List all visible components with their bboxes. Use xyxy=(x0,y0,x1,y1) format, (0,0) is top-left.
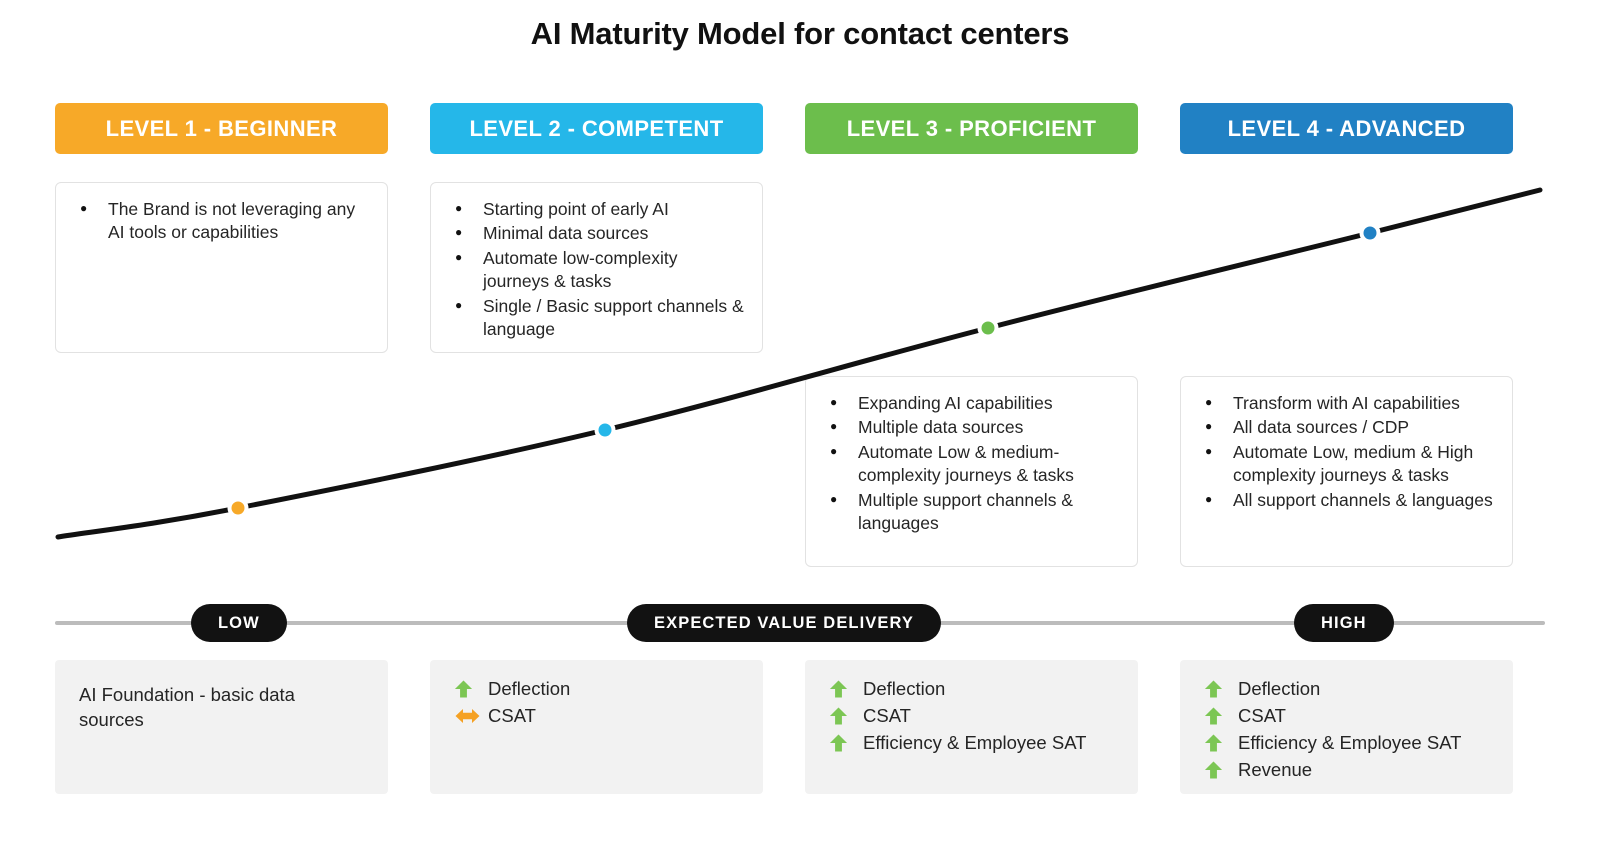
value-item-text: Revenue xyxy=(1238,758,1313,780)
left-right-arrow-icon xyxy=(455,708,480,723)
level-1-description-box: The Brand is not leveraging any AI tools… xyxy=(55,182,388,353)
level-3-bullet-list: Expanding AI capabilities Multiple data … xyxy=(822,392,1121,536)
value-item: Deflection xyxy=(829,675,1114,702)
bullet-item: Minimal data sources xyxy=(447,222,746,245)
level-4-bullet-list: Transform with AI capabilities All data … xyxy=(1197,392,1496,512)
bullet-item: Automate low-complexity journeys & tasks xyxy=(447,247,746,294)
up-arrow-icon xyxy=(1204,679,1223,698)
up-arrow-icon xyxy=(454,679,473,698)
bullet-item: Automate Low, medium & High complexity j… xyxy=(1197,441,1496,488)
value-item-text: Deflection xyxy=(863,677,946,699)
level-4-value-box: Deflection CSAT Efficiency & Employee SA… xyxy=(1180,660,1513,794)
up-arrow-icon xyxy=(1204,733,1223,752)
axis-label-high: HIGH xyxy=(1294,604,1394,642)
up-arrow-icon xyxy=(829,706,848,725)
bullet-item: Single / Basic support channels & langua… xyxy=(447,295,746,342)
level-3-description-box: Expanding AI capabilities Multiple data … xyxy=(805,376,1138,567)
up-arrow-icon xyxy=(1204,760,1223,779)
value-item: CSAT xyxy=(1204,702,1489,729)
bullet-item: Expanding AI capabilities xyxy=(822,392,1121,415)
value-item: Efficiency & Employee SAT xyxy=(829,729,1114,756)
value-item-text: Efficiency & Employee SAT xyxy=(863,731,1087,753)
value-item: Efficiency & Employee SAT xyxy=(1204,729,1489,756)
value-item-text: Efficiency & Employee SAT xyxy=(1238,731,1462,753)
value-item-text: CSAT xyxy=(863,704,911,726)
bullet-item: All data sources / CDP xyxy=(1197,416,1496,439)
level-1-value-box: AI Foundation - basic data sources xyxy=(55,660,388,794)
bullet-item: Transform with AI capabilities xyxy=(1197,392,1496,415)
value-item-text: Deflection xyxy=(1238,677,1321,699)
value-item-text: CSAT xyxy=(1238,704,1286,726)
value-item: Deflection xyxy=(454,675,739,702)
value-item-text: CSAT xyxy=(488,704,536,726)
axis-label-low: LOW xyxy=(191,604,287,642)
level-3-banner: LEVEL 3 - PROFICIENT xyxy=(805,103,1138,154)
value-item: Revenue xyxy=(1204,756,1489,783)
up-arrow-icon xyxy=(1204,706,1223,725)
level-1-bullet-list: The Brand is not leveraging any AI tools… xyxy=(72,198,371,245)
bullet-item: Automate Low & medium-complexity journey… xyxy=(822,441,1121,488)
level-4-description-box: Transform with AI capabilities All data … xyxy=(1180,376,1513,567)
value-item: CSAT xyxy=(454,702,739,729)
level-2-banner: LEVEL 2 - COMPETENT xyxy=(430,103,763,154)
bullet-item: Starting point of early AI xyxy=(447,198,746,221)
bullet-item: The Brand is not leveraging any AI tools… xyxy=(72,198,371,245)
milestone-dot-level-1 xyxy=(227,497,249,519)
milestone-dot-level-4 xyxy=(1359,222,1381,244)
value-item-text: AI Foundation - basic data sources xyxy=(79,684,295,730)
bullet-item: Multiple data sources xyxy=(822,416,1121,439)
milestone-dot-level-3 xyxy=(977,317,999,339)
value-item: Deflection xyxy=(1204,675,1489,702)
up-arrow-icon xyxy=(829,733,848,752)
axis-label-expected-value-delivery: EXPECTED VALUE DELIVERY xyxy=(627,604,942,642)
value-item-text: Deflection xyxy=(488,677,571,699)
level-2-bullet-list: Starting point of early AI Minimal data … xyxy=(447,198,746,342)
level-1-banner: LEVEL 1 - BEGINNER xyxy=(55,103,388,154)
page-title: AI Maturity Model for contact centers xyxy=(530,16,1070,51)
level-2-description-box: Starting point of early AI Minimal data … xyxy=(430,182,763,353)
level-3-value-box: Deflection CSAT Efficiency & Employee SA… xyxy=(805,660,1138,794)
bullet-item: Multiple support channels & languages xyxy=(822,489,1121,536)
level-2-value-box: Deflection CSAT xyxy=(430,660,763,794)
up-arrow-icon xyxy=(829,679,848,698)
milestone-dot-level-2 xyxy=(594,419,616,441)
value-item: CSAT xyxy=(829,702,1114,729)
bullet-item: All support channels & languages xyxy=(1197,489,1496,512)
level-4-banner: LEVEL 4 - ADVANCED xyxy=(1180,103,1513,154)
